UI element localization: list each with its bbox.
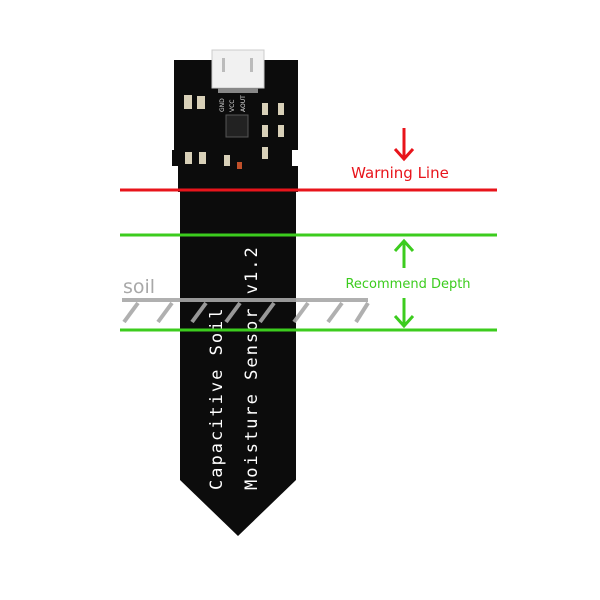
soil-surface [122, 298, 370, 324]
smd-components [184, 95, 284, 166]
svg-text:AOUT: AOUT [240, 95, 247, 112]
svg-text:VCC: VCC [229, 100, 236, 112]
pin-labels: GND VCC AOUT [219, 95, 247, 112]
chip [225, 114, 249, 138]
board-title-line1: Capacitive Soil [207, 306, 227, 490]
svg-text:GND: GND [219, 98, 226, 112]
warning-label: Warning Line [351, 164, 449, 182]
recommend-double-arrow-icon [393, 238, 415, 329]
board-title-line2: Moisture Sensor v1.2 [242, 245, 262, 490]
recommend-label: Recommend Depth [345, 277, 470, 292]
warning-arrow-icon [393, 128, 415, 162]
soil-label: soil [123, 276, 155, 298]
sensor-board: GND VCC AOUT Capacitive Soil Moisture Se… [172, 49, 298, 536]
connector [211, 49, 265, 89]
